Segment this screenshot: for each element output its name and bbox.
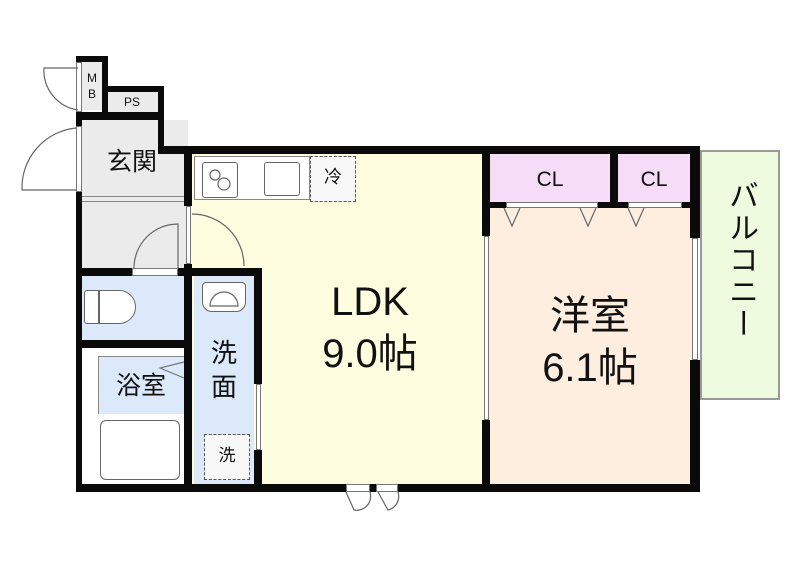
wall: [184, 264, 192, 492]
bathroom-label: 浴室: [115, 371, 166, 400]
wash-basin: [202, 282, 246, 312]
wash-basin-bowl-icon: [209, 291, 239, 307]
wall: [76, 112, 82, 126]
balcony-label: バルコニー: [723, 180, 758, 340]
door-swing-icon: [43, 67, 79, 111]
mb-room: [82, 62, 102, 110]
toilet-door-swing-icon: [133, 223, 179, 269]
ldk-door-frame[interactable]: [186, 206, 191, 264]
closet-2-label: CL: [640, 168, 668, 191]
washer-space: [204, 434, 250, 480]
wall: [690, 146, 700, 238]
bath-door-triangle-icon: [158, 361, 185, 379]
wall: [254, 450, 262, 492]
ldk-door-swing-icon: [191, 213, 245, 267]
western-room: [488, 205, 692, 486]
wall: [76, 340, 192, 348]
bathtub: [100, 420, 180, 480]
window-bottom-1: [346, 484, 370, 492]
fridge-label: 冷: [324, 167, 342, 188]
wall: [76, 484, 346, 492]
closet-2-door[interactable]: [628, 202, 682, 208]
wall: [254, 268, 262, 384]
ldk-name: LDK: [331, 280, 409, 324]
wall: [370, 484, 376, 492]
toilet-fixture: [84, 290, 136, 324]
window-mb: [76, 62, 82, 112]
bottom-window-swing-icon: [345, 491, 400, 511]
sink: [264, 162, 300, 196]
wall: [610, 146, 618, 206]
window-washroom: [256, 384, 261, 450]
closet-2-room: [618, 154, 690, 204]
window-ldk-western[interactable]: [484, 236, 489, 420]
wall: [178, 268, 262, 276]
stove-burners-icon: [209, 169, 231, 191]
entrance-room: [82, 120, 188, 270]
wall: [102, 86, 164, 92]
wall: [482, 420, 490, 492]
closet-1-door[interactable]: [506, 202, 598, 208]
entrance-door-swing-icon: [21, 127, 77, 191]
wall: [76, 56, 106, 62]
window-bottom-2: [376, 484, 398, 492]
closet-door-triangle-icon: [503, 207, 645, 228]
wall: [76, 268, 132, 276]
mb-label-bottom: B: [87, 87, 96, 101]
wall: [158, 146, 700, 154]
wall: [482, 202, 506, 208]
closet-1-room: [490, 154, 610, 204]
entrance-label: 玄関: [106, 147, 157, 176]
washroom-label-top: 洗: [210, 339, 237, 369]
washroom-label-bottom: 面: [210, 373, 237, 403]
mb-label-top: M: [87, 71, 97, 85]
wall: [482, 146, 490, 236]
wall: [76, 112, 164, 120]
toilet-tank-line: [98, 290, 100, 324]
ps-label: PS: [123, 95, 140, 109]
wall: [690, 360, 700, 492]
ldk-size: 9.0帖: [322, 332, 418, 376]
window-balcony[interactable]: [692, 238, 698, 360]
toilet-door[interactable]: [132, 268, 178, 276]
balcony-room: [700, 150, 780, 400]
wall: [398, 484, 700, 492]
closet-1-label: CL: [536, 168, 564, 191]
western-room-size: 6.1帖: [542, 346, 638, 390]
entrance-step: [82, 196, 184, 202]
entrance-door-frame: [76, 126, 82, 192]
wall: [184, 146, 192, 206]
western-room-name: 洋室: [550, 293, 630, 339]
washer-label: 洗: [218, 446, 236, 466]
fridge-space: [310, 156, 356, 202]
